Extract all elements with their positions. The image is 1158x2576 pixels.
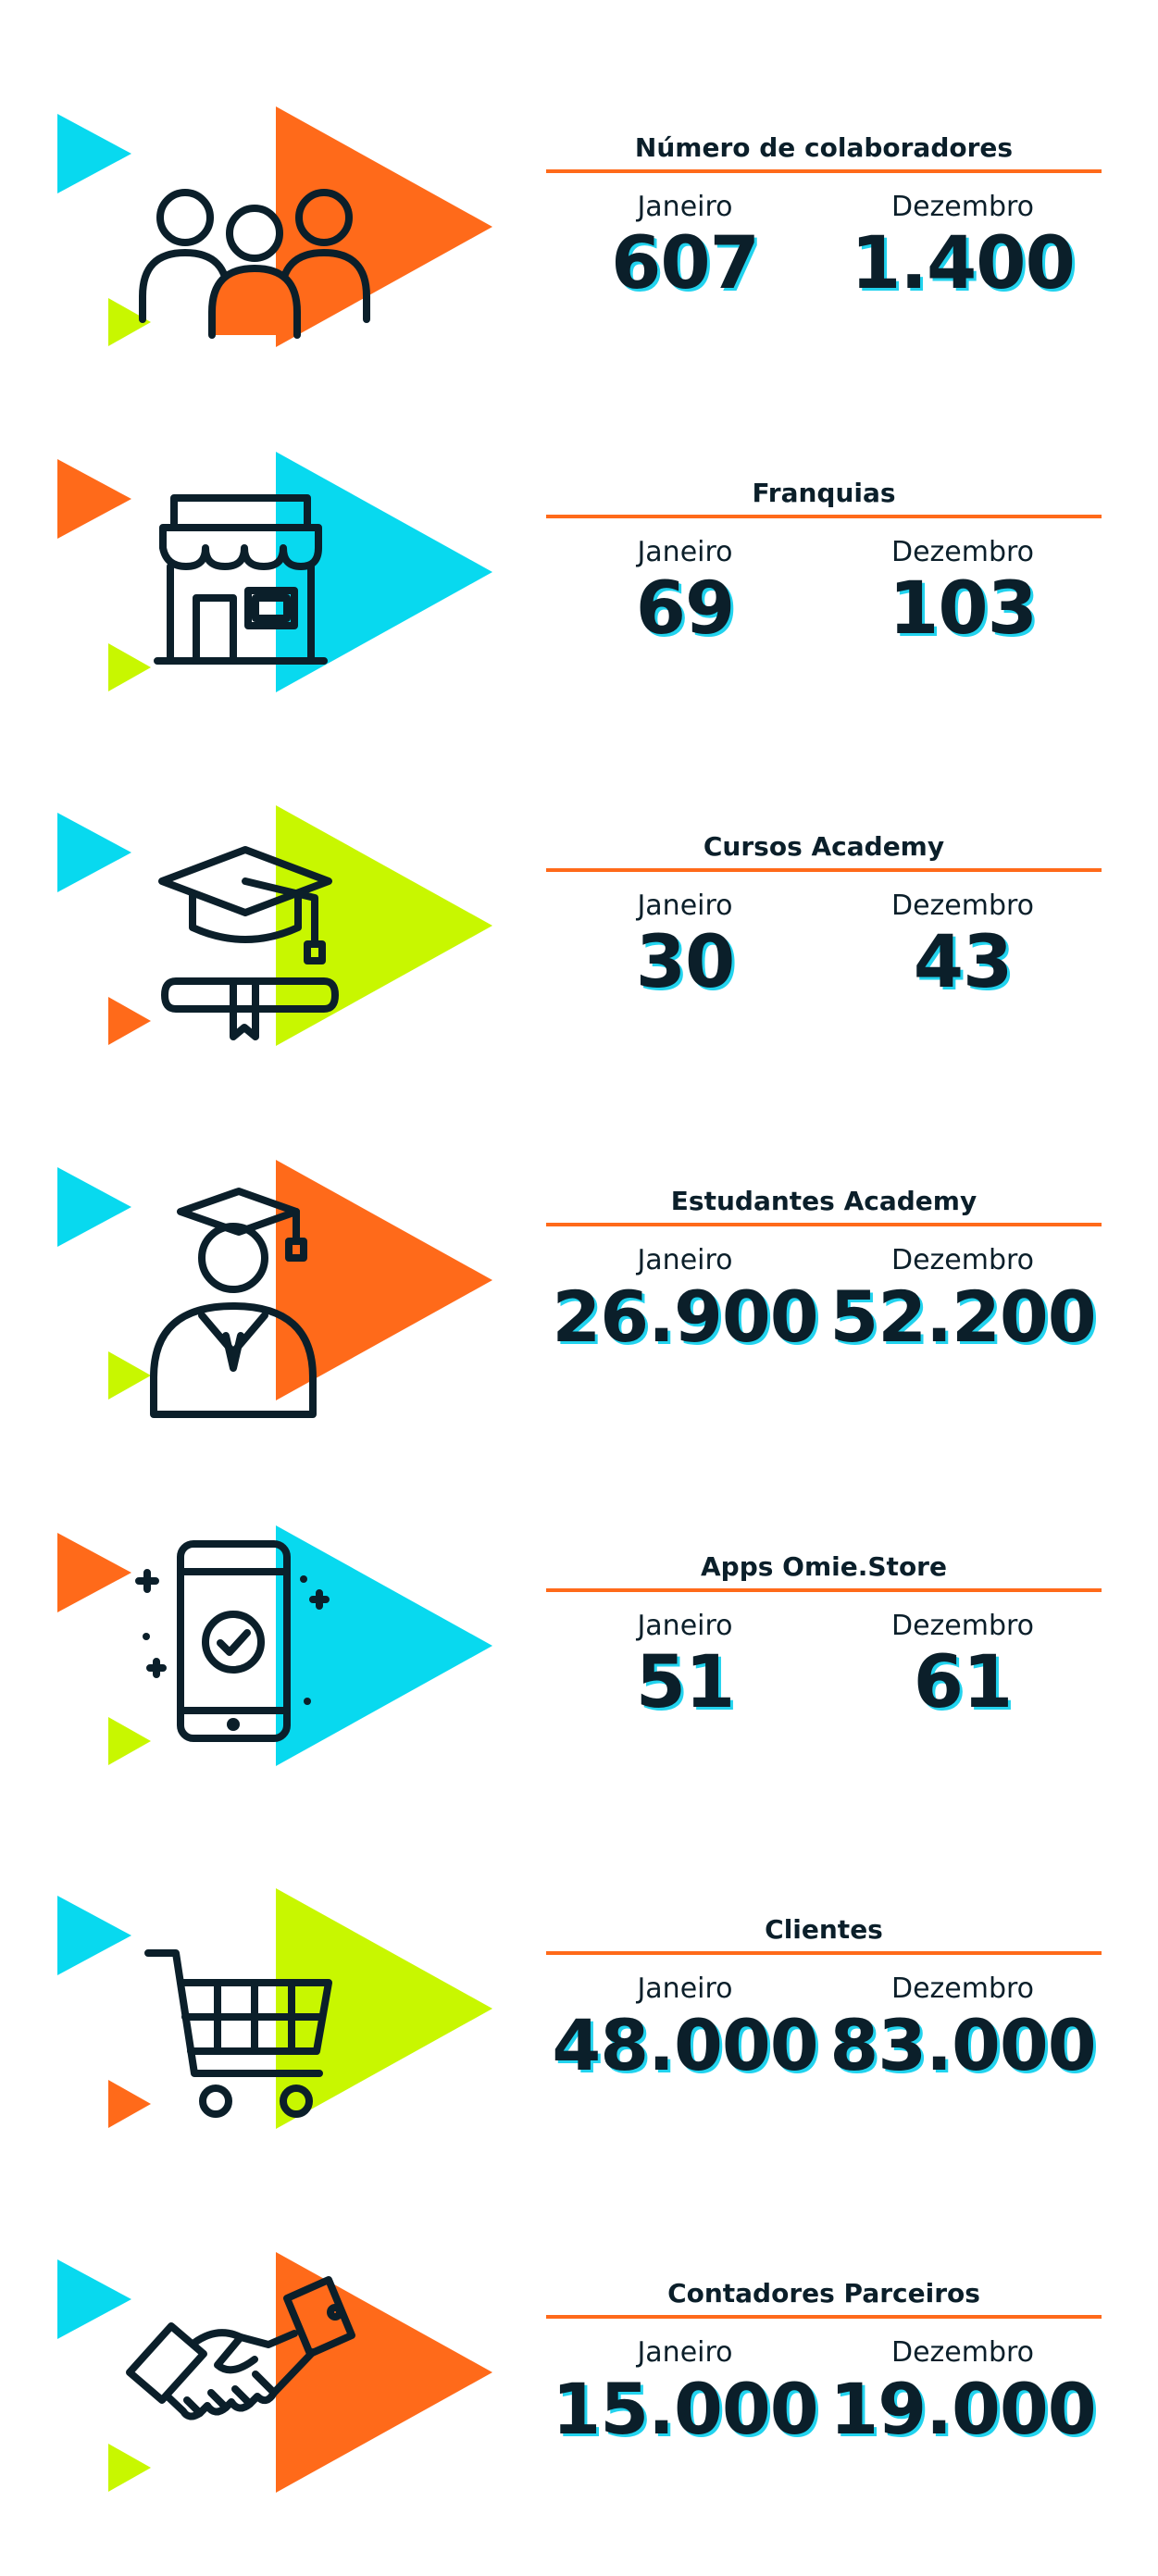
- december-label: Dezembro: [890, 191, 1035, 223]
- decor-triangle-large: [276, 1525, 492, 1766]
- january-label: Janeiro: [637, 890, 733, 922]
- decor-triangle-small: [57, 2259, 131, 2339]
- january-label: Janeiro: [637, 191, 733, 223]
- decor-triangle-small: [57, 813, 131, 892]
- stat-row-contadores: Contadores Parceiros Janeiro 15.000 Deze…: [0, 2252, 1158, 2511]
- decor-triangle-large: [276, 1888, 492, 2129]
- stat-title: Contadores Parceiros: [667, 2278, 980, 2308]
- decor-triangle-small: [108, 2080, 151, 2128]
- january-column: Janeiro 15.000: [546, 2335, 824, 2448]
- storefront-icon: [154, 494, 328, 665]
- decor-triangle-small: [108, 1351, 151, 1400]
- december-column: Dezembro 52.200: [824, 1243, 1102, 1356]
- january-label: Janeiro: [637, 1244, 733, 1276]
- smartphone-check-icon: [135, 1540, 330, 1742]
- january-value: 15.000: [552, 2368, 818, 2450]
- divider: [546, 169, 1102, 173]
- december-column: Dezembro 83.000: [824, 1972, 1102, 2084]
- stat-title: Número de colaboradores: [634, 132, 1014, 163]
- january-column: Janeiro 26.900: [546, 1243, 824, 1356]
- divider: [546, 868, 1102, 872]
- divider: [546, 2315, 1102, 2319]
- december-value: 19.000: [829, 2368, 1096, 2450]
- stat-title: Clientes: [765, 1914, 883, 1945]
- stat-row-colaboradores: Número de colaboradores Janeiro 607 Deze…: [0, 106, 1158, 366]
- january-value: 69: [635, 567, 736, 651]
- decor-triangle-large: [276, 2252, 492, 2493]
- stat-row-clientes: Clientes Janeiro 48.000 Dezembro 83.000: [0, 1888, 1158, 2147]
- december-column: Dezembro 19.000: [824, 2335, 1102, 2448]
- december-column: Dezembro 43: [824, 889, 1102, 1002]
- january-label: Janeiro: [637, 2336, 733, 2369]
- stat-title: Estudantes Academy: [670, 1186, 977, 1216]
- decor-triangle-small: [108, 1717, 151, 1765]
- stat-row-cursos: Cursos Academy Janeiro 30 Dezembro 43: [0, 805, 1158, 1064]
- december-label: Dezembro: [890, 536, 1035, 568]
- january-value: 607: [611, 222, 760, 305]
- decor-triangle-small: [108, 643, 151, 691]
- december-label: Dezembro: [890, 2336, 1035, 2369]
- people-group-icon: [139, 189, 370, 339]
- divider: [546, 1223, 1102, 1226]
- december-label: Dezembro: [890, 1972, 1035, 2005]
- december-value: 43: [913, 921, 1014, 1004]
- december-value: 1.400: [851, 222, 1076, 305]
- stat-title: Cursos Academy: [703, 831, 945, 862]
- december-value: 83.000: [829, 2004, 1096, 2086]
- december-column: Dezembro 1.400: [824, 190, 1102, 303]
- december-column: Dezembro 61: [824, 1609, 1102, 1722]
- december-value: 103: [889, 567, 1038, 651]
- december-label: Dezembro: [890, 890, 1035, 922]
- january-value: 48.000: [552, 2004, 818, 2086]
- divider: [546, 1588, 1102, 1592]
- decor-triangle-small: [108, 2444, 151, 2492]
- decor-triangle-small: [57, 1167, 131, 1247]
- december-label: Dezembro: [890, 1610, 1035, 1642]
- january-value: 26.900: [552, 1276, 818, 1358]
- shopping-cart-icon: [144, 1949, 332, 2118]
- december-value: 61: [913, 1641, 1014, 1724]
- stat-row-franquias: Franquias Janeiro 69 Dezembro 103: [0, 452, 1158, 711]
- january-value: 30: [635, 921, 736, 1004]
- decor-triangle-small: [57, 459, 131, 539]
- january-label: Janeiro: [637, 1972, 733, 2005]
- decor-triangle-large: [276, 106, 492, 347]
- january-column: Janeiro 48.000: [546, 1972, 824, 2084]
- january-label: Janeiro: [637, 536, 733, 568]
- january-column: Janeiro 51: [546, 1609, 824, 1722]
- decor-triangle-small: [108, 997, 151, 1045]
- decor-triangle-small: [57, 114, 131, 193]
- stat-row-estudantes: Estudantes Academy Janeiro 26.900 Dezemb…: [0, 1160, 1158, 1419]
- decor-triangle-small: [57, 1533, 131, 1612]
- january-column: Janeiro 69: [546, 535, 824, 648]
- january-column: Janeiro 607: [546, 190, 824, 303]
- graduate-student-icon: [150, 1188, 317, 1418]
- handshake-icon: [126, 2276, 355, 2420]
- december-value: 52.200: [829, 1276, 1096, 1358]
- january-column: Janeiro 30: [546, 889, 824, 1002]
- stat-row-apps: Apps Omie.Store Janeiro 51 Dezembro 61: [0, 1525, 1158, 1785]
- december-label: Dezembro: [890, 1244, 1035, 1276]
- decor-triangle-small: [57, 1896, 131, 1975]
- stat-title: Apps Omie.Store: [701, 1551, 947, 1582]
- december-column: Dezembro 103: [824, 535, 1102, 648]
- january-value: 51: [635, 1641, 736, 1724]
- january-label: Janeiro: [637, 1610, 733, 1642]
- divider: [546, 515, 1102, 518]
- divider: [546, 1951, 1102, 1955]
- stat-title: Franquias: [752, 478, 896, 508]
- graduation-cap-diploma-icon: [158, 846, 339, 1040]
